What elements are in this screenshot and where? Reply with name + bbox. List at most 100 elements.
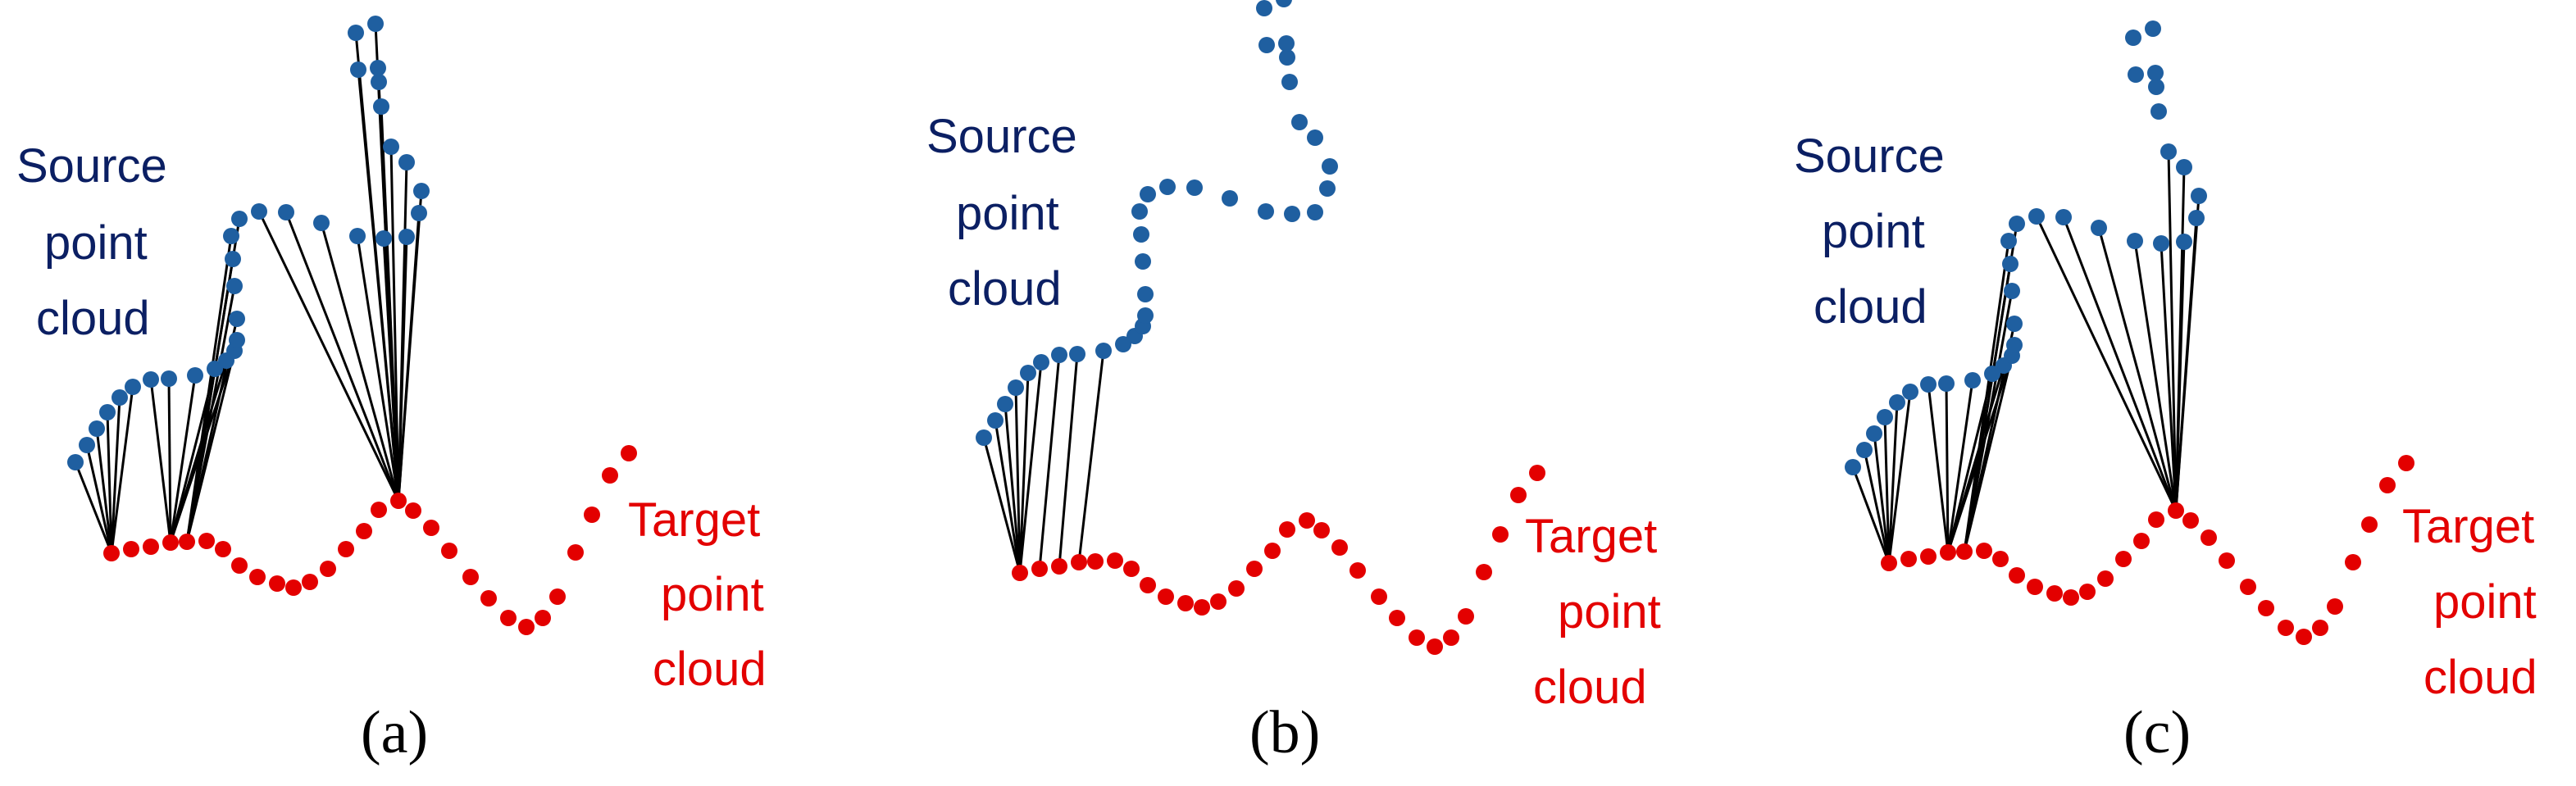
- target-point: [2258, 600, 2274, 616]
- target-point: [338, 541, 354, 557]
- target-label-line-1: Target: [628, 493, 760, 547]
- target-point: [1313, 522, 1330, 538]
- correspondence-line: [1038, 354, 1061, 570]
- target-point: [123, 541, 139, 557]
- correspondence-line: [95, 428, 113, 554]
- target-label: Target point cloud: [1525, 510, 1674, 714]
- source-point: [1137, 286, 1154, 302]
- source-label: Source point cloud: [926, 110, 1090, 316]
- source-point: [413, 183, 430, 199]
- target-point: [2201, 529, 2217, 546]
- correspondence-line: [1887, 402, 1899, 564]
- source-point: [350, 61, 366, 78]
- correspondence-line: [2062, 216, 2178, 511]
- source-point: [2091, 220, 2107, 236]
- correspondence-line: [185, 218, 241, 543]
- source-point: [1984, 366, 2000, 382]
- source-point: [225, 251, 241, 267]
- correspondence-line: [354, 32, 400, 502]
- source-point: [2125, 30, 2141, 46]
- panel-a: Source point cloud Target point cloud (a…: [16, 16, 767, 766]
- target-point: [302, 574, 318, 590]
- target-point-cloud: [1012, 465, 1545, 655]
- source-point: [2028, 208, 2045, 225]
- source-point: [367, 16, 384, 32]
- target-point: [518, 619, 535, 635]
- source-point: [2004, 283, 2020, 299]
- source-point: [373, 98, 389, 115]
- correspondence-line: [2035, 216, 2178, 511]
- source-point: [976, 429, 992, 446]
- source-point: [1258, 37, 1275, 53]
- target-point: [1246, 561, 1263, 577]
- source-point: [1307, 204, 1323, 220]
- correspondence-lines: [74, 23, 423, 554]
- target-point: [103, 545, 120, 561]
- source-point: [1131, 203, 1148, 220]
- source-point: [2147, 65, 2164, 81]
- source-point: [1877, 409, 1893, 425]
- source-point: [2148, 79, 2164, 95]
- source-point: [1866, 425, 1882, 442]
- source-point: [2145, 20, 2161, 37]
- target-point: [2312, 620, 2328, 636]
- correspondence-line: [982, 437, 1022, 574]
- source-point: [229, 332, 245, 348]
- source-point: [1137, 307, 1154, 324]
- source-point: [223, 228, 239, 244]
- source-point: [349, 228, 366, 244]
- target-point: [549, 588, 566, 605]
- target-point: [2379, 477, 2396, 493]
- source-point: [371, 74, 387, 90]
- target-point: [535, 610, 551, 626]
- target-point: [198, 533, 215, 549]
- target-point: [356, 523, 372, 539]
- source-point: [2006, 316, 2023, 332]
- source-point: [2000, 233, 2017, 249]
- target-point: [1264, 543, 1281, 559]
- target-label-line-3: cloud: [1533, 661, 1647, 714]
- correspondence-line: [1058, 353, 1079, 567]
- source-label-line-3: cloud: [1814, 280, 1927, 334]
- source-point: [1278, 35, 1295, 52]
- source-label-line-1: Source: [1794, 129, 1945, 183]
- target-point: [371, 502, 387, 518]
- source-point: [1856, 442, 1873, 458]
- correspondence-line: [356, 235, 400, 502]
- target-point: [1427, 638, 1443, 655]
- target-point: [2063, 589, 2079, 606]
- source-point: [1159, 179, 1176, 195]
- source-label-line-2: point: [1822, 205, 1925, 258]
- source-point: [1281, 74, 1298, 90]
- target-point: [2398, 455, 2414, 471]
- correspondence-line: [169, 375, 197, 543]
- source-point: [1319, 180, 1336, 197]
- target-point: [162, 534, 179, 551]
- source-point: [231, 211, 248, 227]
- source-point: [1258, 203, 1274, 220]
- target-point: [567, 544, 584, 561]
- target-point: [1992, 551, 2009, 567]
- source-point: [2191, 188, 2207, 204]
- correspondence-line: [389, 146, 400, 502]
- target-label: Target point cloud: [2402, 500, 2550, 704]
- target-point-cloud: [1881, 455, 2414, 645]
- source-point: [2127, 233, 2143, 249]
- source-point-cloud: [1845, 20, 2207, 475]
- source-point: [1095, 343, 1112, 359]
- source-point: [1322, 158, 1338, 175]
- correspondence-line: [1077, 350, 1105, 563]
- target-point: [2278, 620, 2294, 636]
- target-point: [2115, 551, 2132, 567]
- target-point: [2027, 579, 2043, 595]
- source-point: [1902, 384, 1918, 400]
- source-point: [125, 379, 141, 395]
- source-point-cloud: [976, 0, 1338, 446]
- source-label-line-3: cloud: [36, 292, 150, 345]
- source-point: [1140, 186, 1156, 202]
- source-point: [1276, 0, 1292, 7]
- target-point: [1476, 564, 1492, 580]
- source-point-cloud: [67, 16, 430, 470]
- target-point: [249, 569, 266, 585]
